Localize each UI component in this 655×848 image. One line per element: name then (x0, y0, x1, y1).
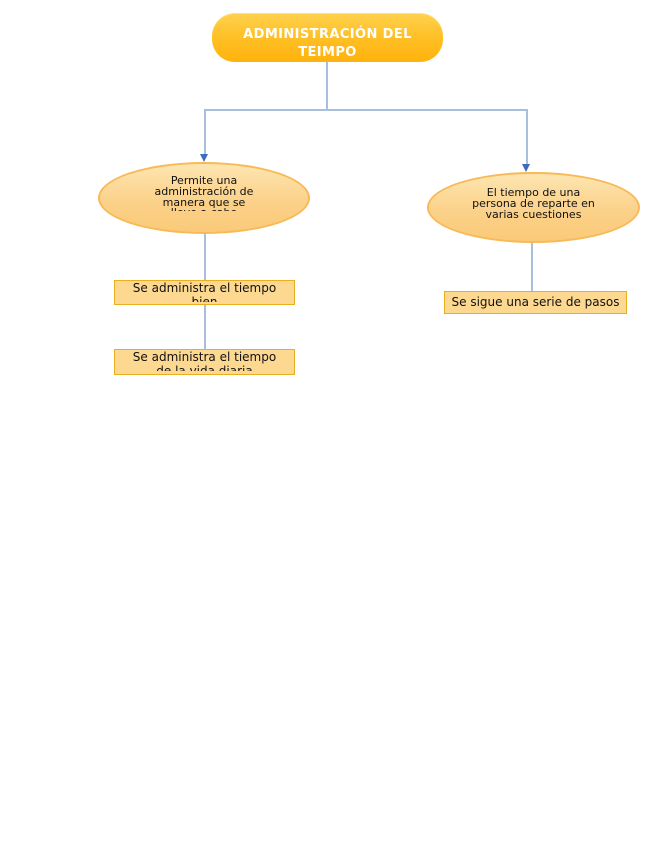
left-box-1-text: Se administra el tiempo bien (115, 282, 294, 302)
root-node: ADMINISTRACIÓN DEL TEIMPO (212, 13, 443, 62)
left-box-2-line1: Se administra el tiempo (132, 351, 277, 364)
root-title: ADMINISTRACIÓN DEL TEIMPO (212, 13, 443, 66)
right-ellipse-line2: persona de reparte en (472, 196, 595, 210)
left-ellipse-line4-clipped: lleve a cabo (100, 207, 308, 211)
left-box-2-line2-clipped: de la vida diaria (156, 363, 253, 371)
connector-left-ellipse-to-box1 (204, 234, 206, 280)
left-box-1-line2-clipped: bien (191, 294, 218, 302)
right-box-text: Se sigue una serie de pasos (451, 295, 620, 309)
connector-root-down (326, 62, 328, 109)
root-title-line1: ADMINISTRACIÓN DEL (243, 27, 412, 42)
arrowhead-right-icon (522, 164, 530, 172)
right-ellipse-line1: El tiempo de una (486, 188, 581, 199)
left-ellipse-text: Permite una administración de manera que… (100, 176, 308, 211)
connector-box1-to-box2 (204, 305, 206, 349)
connector-right-ellipse-to-box (531, 243, 533, 291)
right-box: Se sigue una serie de pasos (444, 291, 627, 314)
left-box-2-text: Se administra el tiempo de la vida diari… (115, 351, 294, 371)
connector-left-drop (204, 109, 206, 154)
right-ellipse-node: El tiempo de una persona de reparte en v… (427, 172, 640, 243)
left-box-1: Se administra el tiempo bien (114, 280, 295, 305)
connector-right-drop (526, 109, 528, 164)
left-ellipse-line3: manera que se (162, 195, 246, 209)
left-ellipse-line1: Permite una (170, 176, 238, 187)
root-title-line2-clipped: TEIMPO (298, 45, 357, 60)
arrowhead-left-icon (200, 154, 208, 162)
left-ellipse-node: Permite una administración de manera que… (98, 162, 310, 234)
connector-branch-horizontal (204, 109, 528, 111)
left-ellipse-line2: administración de (154, 184, 254, 198)
left-box-1-line1: Se administra el tiempo (132, 282, 277, 295)
right-ellipse-line3: varias cuestiones (485, 207, 582, 221)
left-box-2: Se administra el tiempo de la vida diari… (114, 349, 295, 375)
right-ellipse-text: El tiempo de una persona de reparte en v… (429, 188, 638, 222)
